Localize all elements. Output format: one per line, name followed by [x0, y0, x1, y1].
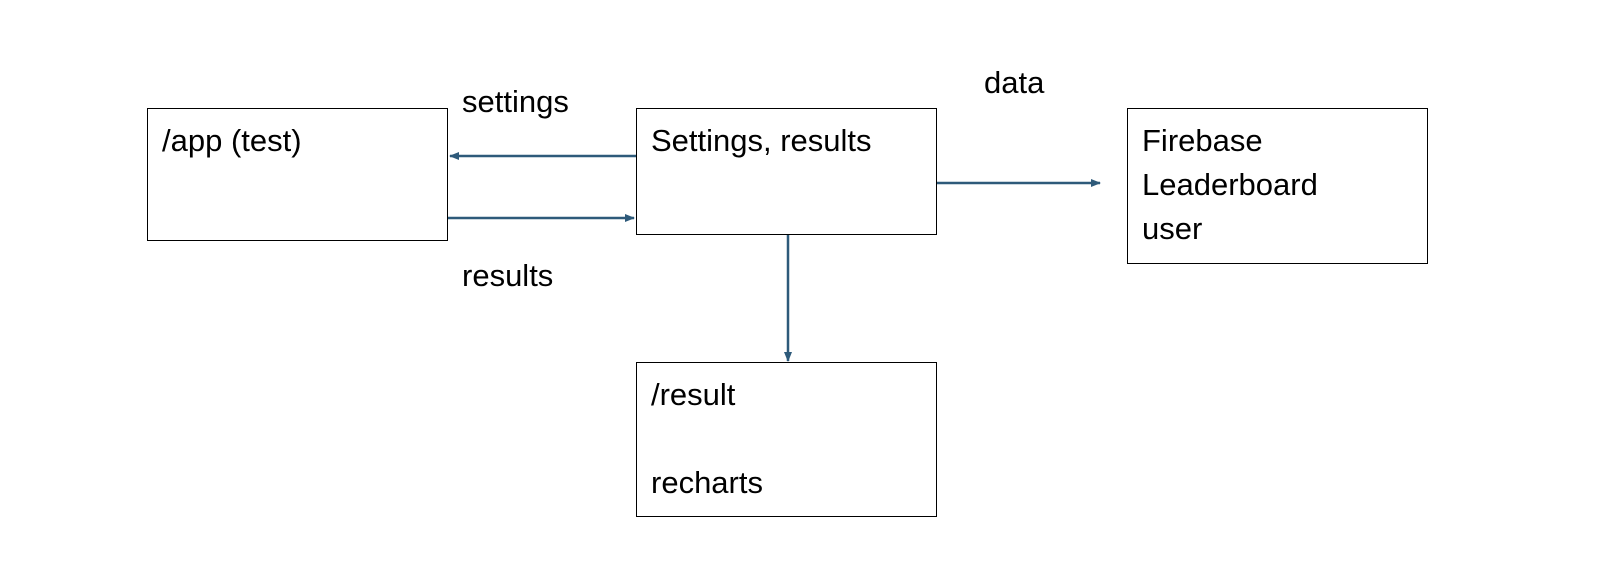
- data-edge-label: data: [984, 65, 1045, 100]
- firebase-node: Firebase Leaderboard user: [1127, 108, 1428, 264]
- firebase-node-line1: Firebase: [1142, 123, 1263, 158]
- app-node: /app (test): [147, 108, 448, 241]
- settings-results-node-label: Settings, results: [651, 123, 872, 158]
- result-node: /result recharts: [636, 362, 937, 517]
- firebase-node-line3: user: [1142, 211, 1203, 246]
- app-node-label: /app (test): [162, 123, 302, 158]
- firebase-node-line2: Leaderboard: [1142, 167, 1318, 202]
- result-node-line1: /result: [651, 377, 736, 412]
- results-edge-label: results: [462, 258, 554, 293]
- result-node-line2: recharts: [651, 465, 763, 500]
- settings-results-node: Settings, results: [636, 108, 937, 235]
- settings-edge-label: settings: [462, 84, 569, 119]
